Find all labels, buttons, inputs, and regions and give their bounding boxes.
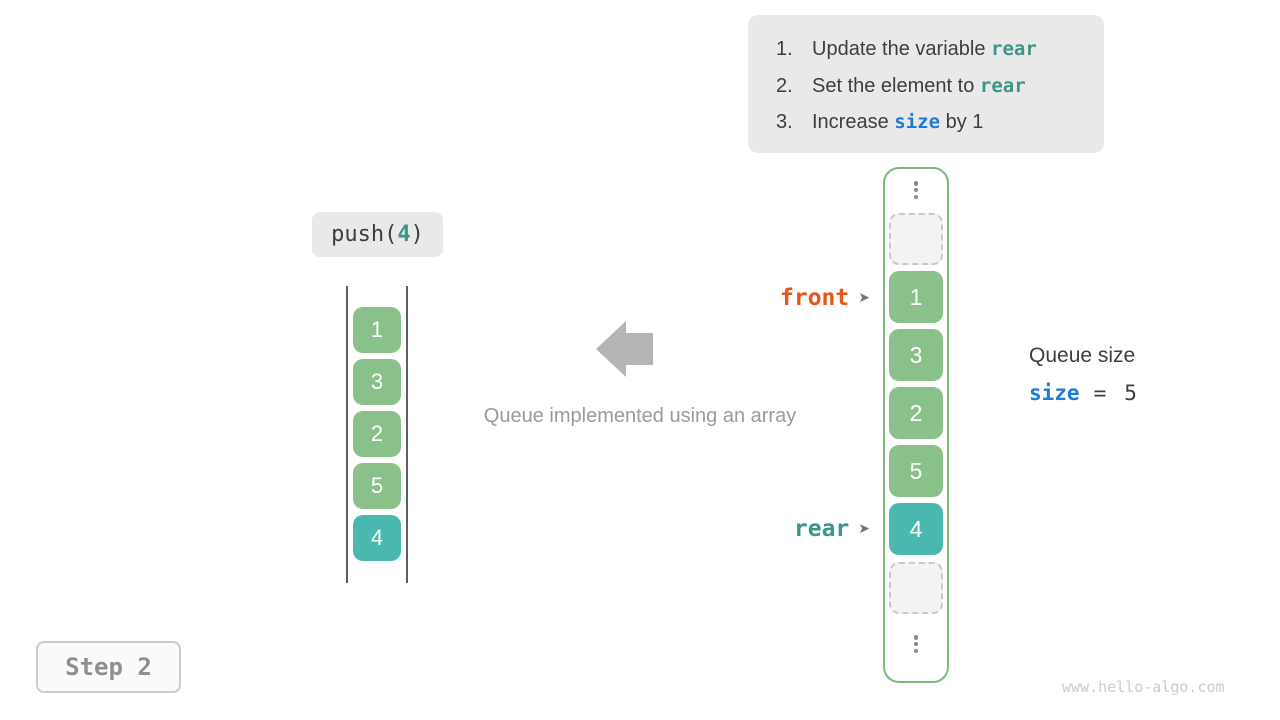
array-slot-empty	[889, 213, 943, 265]
instruction-item-3: 3. Increase size by 1	[776, 104, 1104, 141]
operation-arg: 4	[397, 222, 411, 247]
size-variable: size	[1029, 381, 1080, 405]
array-slot: 3	[889, 329, 943, 381]
instruction-item-1: 1. Update the variable rear	[776, 31, 1104, 68]
front-pointer-label: front	[780, 285, 850, 311]
step-badge: Step 2	[36, 641, 181, 693]
array-slot: 2	[889, 387, 943, 439]
instruction-text: Set the element to rear	[812, 74, 1026, 97]
array-slot-highlighted: 4	[889, 503, 943, 555]
list-number: 2.	[776, 74, 793, 97]
left-arrow-icon	[596, 321, 654, 377]
queue-cell: 3	[353, 359, 401, 405]
queue-cell: 5	[353, 463, 401, 509]
queue-abstract-stack: 1 3 2 5 4	[346, 286, 408, 583]
list-number: 1.	[776, 38, 793, 60]
operation-label: push(4)	[312, 212, 443, 257]
queue-size-block: Queue size size = 5	[1029, 344, 1137, 405]
queue-cell-highlighted: 4	[353, 515, 401, 561]
list-number: 3.	[776, 111, 793, 133]
size-value: 5	[1124, 381, 1137, 405]
array-slot-empty	[889, 562, 943, 614]
array-slot: 1	[889, 271, 943, 323]
rear-pointer: rear ➤	[758, 516, 870, 542]
queue-cell: 1	[353, 307, 401, 353]
queue-size-value-line: size = 5	[1029, 381, 1137, 405]
code-token-rear: rear	[991, 38, 1037, 60]
ellipsis-icon	[913, 635, 919, 653]
front-pointer: front ➤	[758, 285, 870, 311]
pointer-arrow-icon: ➤	[858, 290, 870, 306]
array-slot: 5	[889, 445, 943, 497]
equals-sign: =	[1093, 381, 1107, 405]
queue-cell: 2	[353, 411, 401, 457]
operation-func: push(	[331, 222, 398, 247]
instruction-item-2: 2. Set the element to rear	[776, 68, 1104, 105]
watermark: www.hello-algo.com	[1062, 678, 1225, 696]
instruction-text: Increase size by 1	[812, 111, 984, 133]
rear-pointer-label: rear	[793, 516, 850, 542]
arrow-tail	[625, 333, 653, 365]
instruction-text: Update the variable rear	[812, 38, 1037, 60]
queue-size-title: Queue size	[1029, 344, 1136, 367]
code-token-rear: rear	[979, 74, 1026, 97]
operation-close: )	[410, 222, 424, 247]
ellipsis-icon	[913, 181, 919, 199]
array-column: 1 3 2 5 4	[883, 167, 949, 683]
arrow-head	[596, 321, 626, 377]
code-token-size: size	[894, 111, 941, 133]
instruction-box: 1. Update the variable rear 2. Set the e…	[748, 15, 1104, 153]
pointer-arrow-icon: ➤	[858, 521, 870, 537]
diagram-caption: Queue implemented using an array	[483, 405, 797, 427]
